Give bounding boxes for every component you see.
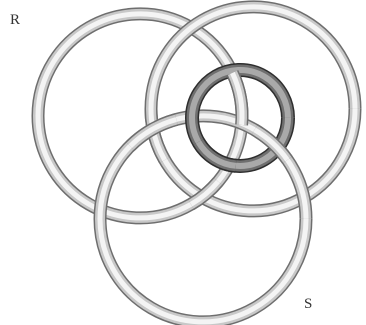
label-s: S [304,297,312,312]
upper-right-ring [151,7,355,211]
label-r: R [10,13,20,28]
